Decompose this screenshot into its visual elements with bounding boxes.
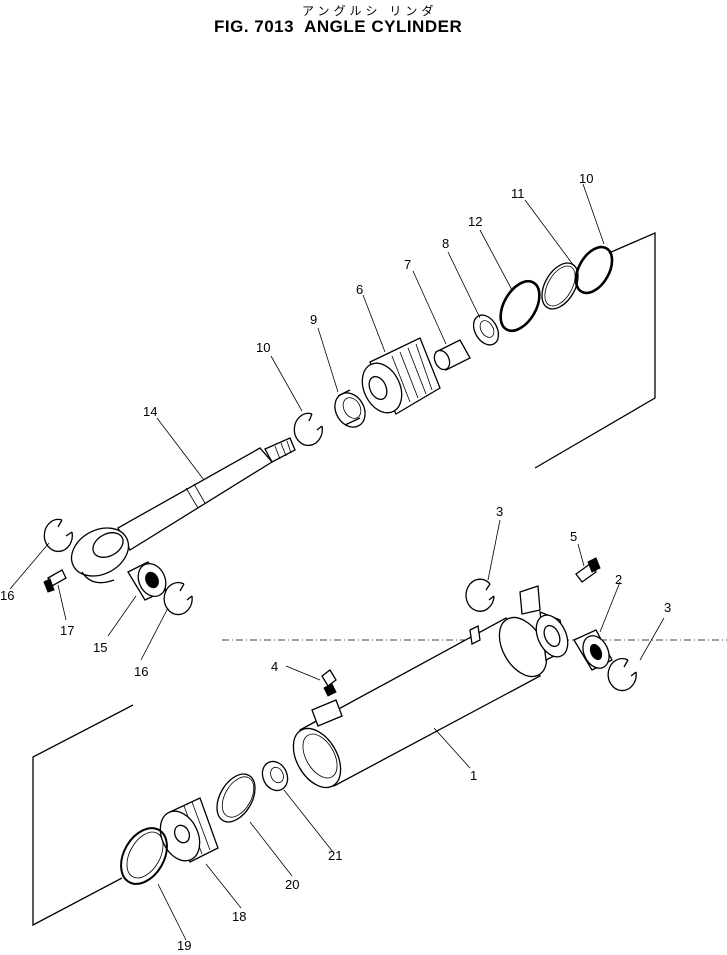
callout-5: 5 [570, 529, 577, 544]
part-5-grease-fitting [575, 557, 601, 583]
callout-18: 18 [232, 909, 246, 924]
part-16-snap-ring-b [163, 581, 193, 616]
callout-19: 19 [177, 938, 191, 953]
page-title: FIG. 7013 ANGLE CYLINDER [214, 17, 462, 37]
part-7-bushing [433, 339, 471, 371]
title-japanese: アングルシ リンダ [302, 4, 438, 18]
part-16-snap-ring-a [43, 518, 73, 553]
part-2-bushing [573, 629, 613, 671]
callout-10: 10 [256, 340, 270, 355]
callout-9: 9 [310, 312, 317, 327]
callout-14: 14 [143, 404, 157, 419]
part-13-o-ring [499, 279, 541, 333]
callout-21: 21 [328, 848, 342, 863]
part-21-nut [261, 760, 289, 792]
part-20-wear-ring [216, 773, 256, 823]
callout-16-a: 16 [0, 588, 14, 603]
part-19-piston-seal [120, 827, 168, 885]
part-3-snap-ring-b [607, 657, 637, 692]
part-3-snap-ring-a [465, 578, 495, 612]
part-14-piston-rod [70, 437, 296, 584]
part-1-cylinder-tube [292, 585, 569, 789]
callout-11: 10 [579, 171, 593, 186]
group-bracket-upper [534, 232, 656, 469]
callout-12: 11 [511, 186, 525, 201]
callout-17: 17 [60, 623, 74, 638]
callout-20: 20 [285, 877, 299, 892]
callout-8: 8 [442, 236, 449, 251]
callout-2: 2 [615, 572, 622, 587]
callout-3-a: 3 [496, 504, 503, 519]
leader-lines [9, 183, 665, 941]
callout-1: 1 [470, 768, 477, 783]
callout-16-b: 16 [134, 664, 148, 679]
callout-13: 12 [468, 214, 482, 229]
part-11-o-ring [574, 245, 614, 295]
figure-title: ANGLE CYLINDER [304, 17, 463, 36]
part-18-piston [159, 797, 219, 863]
figure-number: FIG. 7013 [214, 17, 295, 36]
callout-7: 7 [404, 257, 411, 272]
part-8-wiper-ring [472, 314, 500, 346]
callout-4: 4 [271, 659, 278, 674]
callout-3-b: 3 [664, 600, 671, 615]
part-6-cylinder-head [361, 337, 441, 415]
part-4-grease-fitting [321, 669, 337, 697]
callout-15: 15 [93, 640, 107, 655]
part-17-grease-fitting [43, 569, 67, 593]
part-9-bushing [334, 389, 366, 428]
group-bracket-lower [32, 704, 134, 927]
callout-6: 6 [356, 282, 363, 297]
part-10-snap-ring [293, 412, 323, 447]
